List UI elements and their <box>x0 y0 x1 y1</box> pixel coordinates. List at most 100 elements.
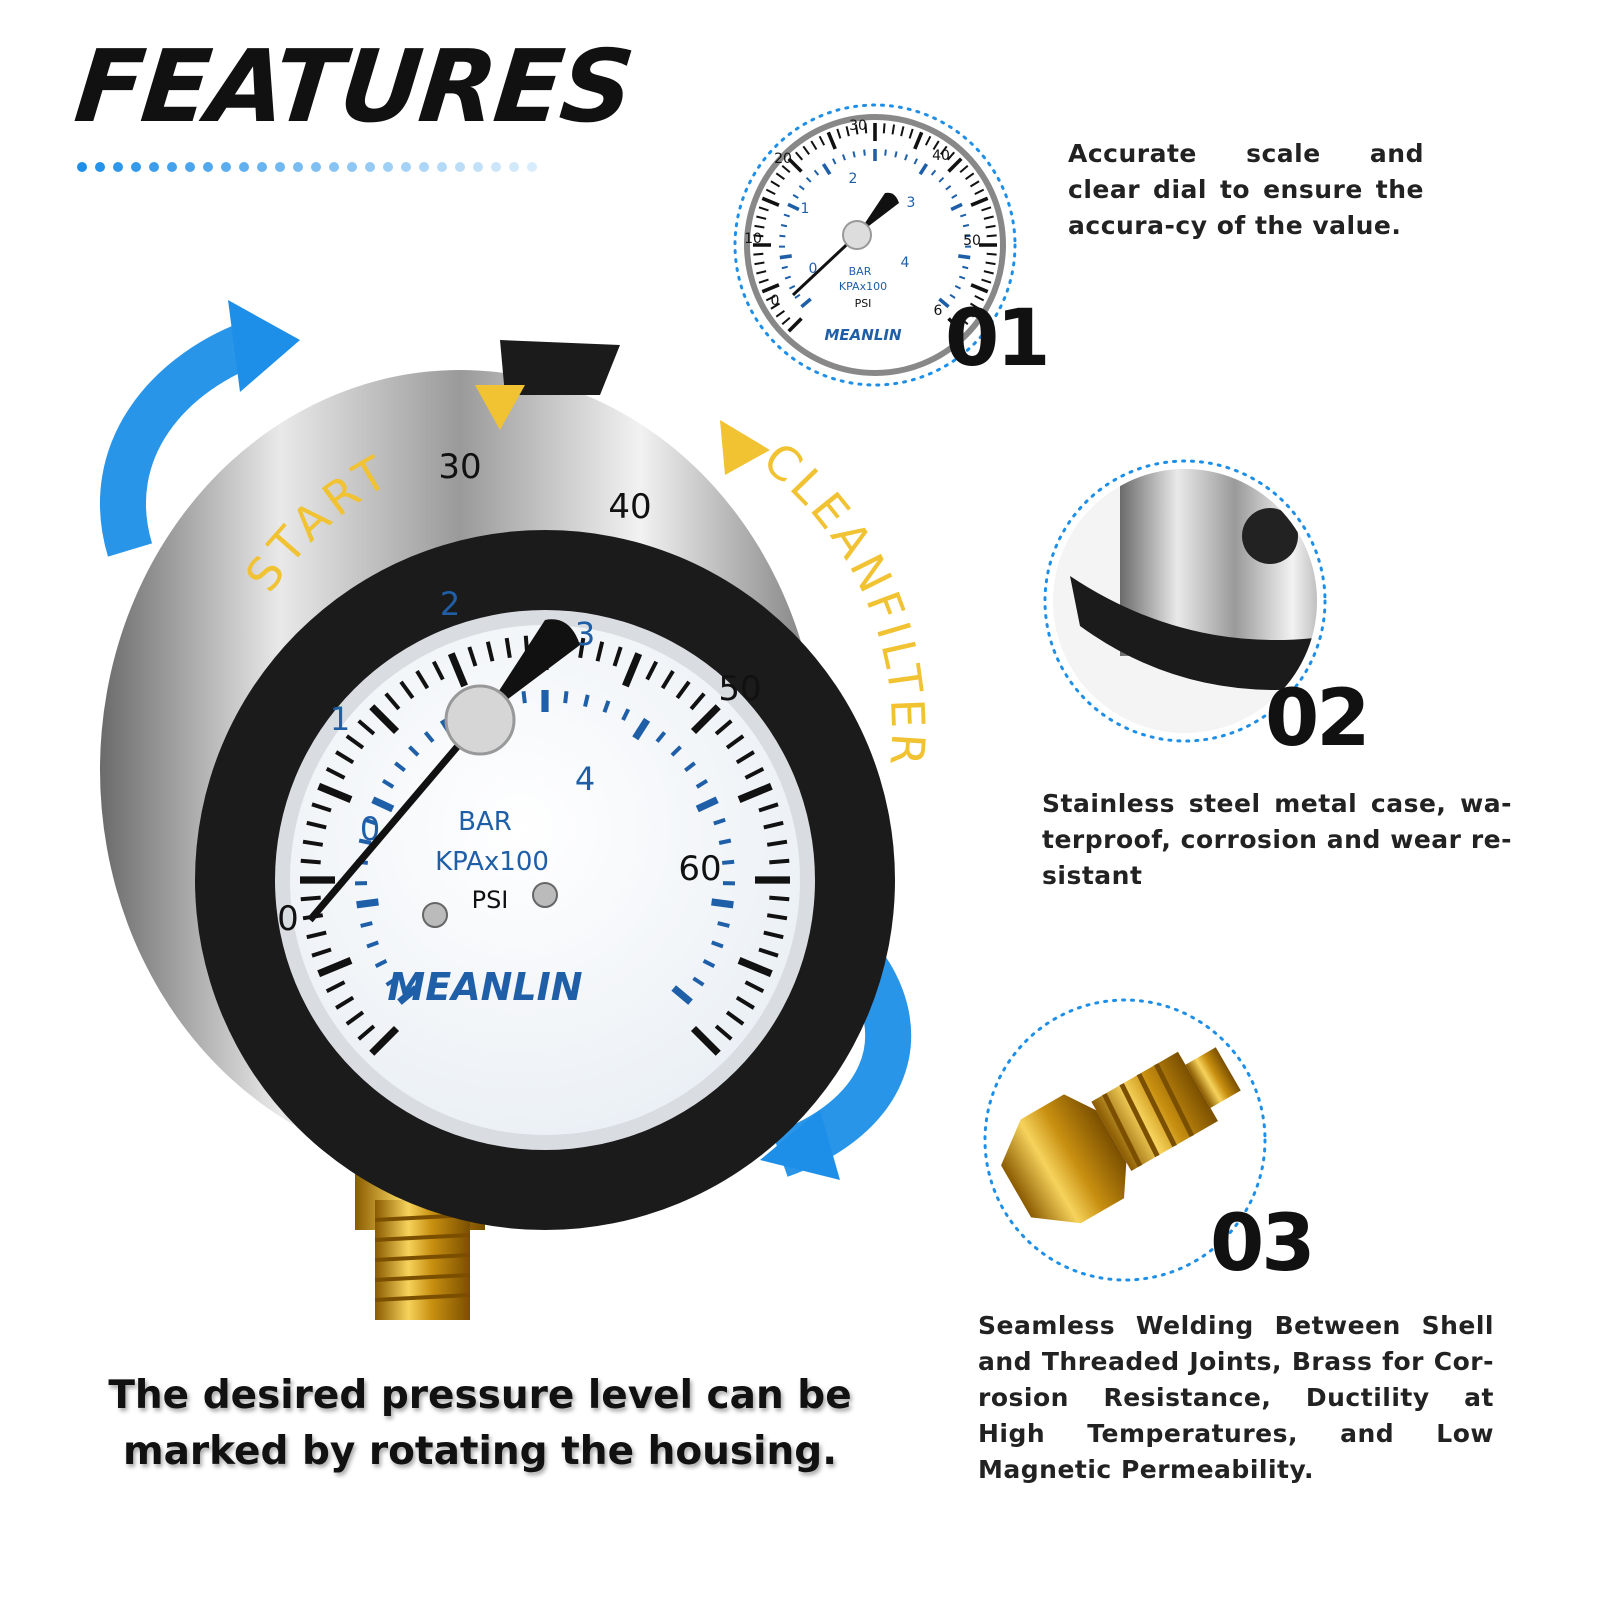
gauge-tick <box>758 278 769 284</box>
divider-dot <box>167 162 177 172</box>
gauge-tick <box>852 151 856 158</box>
gauge-tick <box>969 302 980 310</box>
divider-dot <box>131 162 141 172</box>
rotation-caption: The desired pressure level can be marked… <box>108 1373 852 1474</box>
small-brand-logo: MEANLIN <box>824 326 901 344</box>
gauge-tick <box>970 283 989 294</box>
gauge-tick <box>969 180 980 188</box>
gauge-tick <box>761 283 780 294</box>
gauge-tick <box>986 252 997 256</box>
gauge-tick <box>974 188 985 196</box>
gauge-tick <box>408 745 420 757</box>
gauge-tick <box>882 123 886 134</box>
gauge-tick <box>311 947 332 958</box>
gauge-tick <box>744 766 765 780</box>
divider-dot <box>401 162 411 172</box>
start-marker-icon <box>475 385 525 430</box>
gauge-tick <box>763 820 784 830</box>
gauge-tick <box>950 202 963 212</box>
gauge-tick <box>366 940 379 949</box>
gauge-tick <box>770 302 781 310</box>
detail-case-image <box>1043 459 1327 743</box>
gauge-tick <box>775 172 785 180</box>
gauge-tick <box>842 154 846 161</box>
gauge-tick <box>863 149 866 156</box>
feature-number-02: 02 <box>1265 674 1371 764</box>
gauge-tick <box>913 158 918 165</box>
divider-dot <box>275 162 285 172</box>
gauge-tick <box>690 1025 721 1056</box>
rotate-arrow-top-icon <box>99 300 300 557</box>
detail-dial-image: 0 10 20 30 40 50 6 0 1 2 3 4 BAR KPAx100… <box>733 103 1017 387</box>
gauge-tick <box>371 796 395 813</box>
small-unit-bar: BAR <box>849 265 872 278</box>
gauge-tick <box>945 185 952 191</box>
gauge-tick <box>787 157 803 173</box>
gauge-tick <box>962 224 970 228</box>
small-psi-60: 6 <box>934 303 943 319</box>
gauge-tick <box>358 838 372 845</box>
gauge-tick <box>958 275 966 280</box>
title-dot-divider <box>77 162 537 172</box>
gauge-tick <box>779 254 792 260</box>
gauge-tick <box>784 275 792 280</box>
gauge-tick <box>970 196 989 207</box>
bar-label-3: 3 <box>575 615 595 653</box>
divider-dot <box>257 162 267 172</box>
gauge-tick <box>754 261 765 266</box>
gauge-tick <box>798 185 805 191</box>
gauge-tick <box>781 265 788 270</box>
gauge-tick <box>789 284 796 290</box>
gauge-tick <box>622 652 643 688</box>
gauge-tick <box>761 196 780 207</box>
gauge-tick <box>821 163 832 176</box>
gauge-tick <box>756 270 767 275</box>
bar-label-4: 4 <box>575 760 595 798</box>
gauge-ticks <box>300 635 790 1056</box>
gauge-tick <box>714 719 733 736</box>
divider-dot <box>365 162 375 172</box>
gauge-tick <box>360 921 373 928</box>
feature-text-01: Accurate scale and clear dial to ensure … <box>1068 139 1424 240</box>
feature-number-03: 03 <box>1210 1199 1316 1289</box>
gauge-tick <box>766 839 788 847</box>
gauge-tick <box>960 213 967 218</box>
small-psi-30: 30 <box>849 118 867 134</box>
gauge-tick <box>384 692 401 711</box>
gauge-tick <box>864 123 868 134</box>
unit-psi: PSI <box>472 886 509 914</box>
gauge-tick <box>692 976 705 987</box>
gauge-tick <box>737 957 773 978</box>
gauge-tick <box>725 1010 745 1026</box>
divider-dot <box>527 162 537 172</box>
gauge-tick <box>756 215 767 220</box>
divider-dot <box>203 162 213 172</box>
gauge-tick <box>563 690 569 704</box>
gauge-tick <box>813 169 820 176</box>
divider-dot <box>347 162 357 172</box>
gauge-tick <box>311 802 332 813</box>
divider-dot <box>329 162 339 172</box>
divider-dot <box>419 162 429 172</box>
divider-dot <box>149 162 159 172</box>
gauge-tick <box>671 985 693 1005</box>
gauge-tick <box>632 717 651 741</box>
gauge-tick <box>959 165 969 174</box>
rotate-arrow-bottom-icon <box>760 946 912 1180</box>
gauge-tick <box>306 820 327 830</box>
gauge-tick <box>335 995 355 1010</box>
main-gauge-illustration: START CLEANFILTER 0 30 40 50 60 0 1 2 3 … <box>99 300 931 1320</box>
clean-marker-icon <box>720 420 770 475</box>
small-psi-0: 0 <box>771 293 780 309</box>
gauge-tick <box>689 692 706 711</box>
gauge-tick <box>932 140 940 151</box>
gauge-tick <box>595 641 605 662</box>
gauge-tick <box>810 140 818 151</box>
gauge-tick <box>894 151 898 158</box>
gauge-tick <box>655 731 667 743</box>
gauge-tick <box>690 704 721 735</box>
gauge-tick <box>938 297 950 309</box>
gauge-tick <box>356 898 379 909</box>
page-title: FEATURES <box>69 28 638 145</box>
gauge-tick <box>374 959 388 969</box>
